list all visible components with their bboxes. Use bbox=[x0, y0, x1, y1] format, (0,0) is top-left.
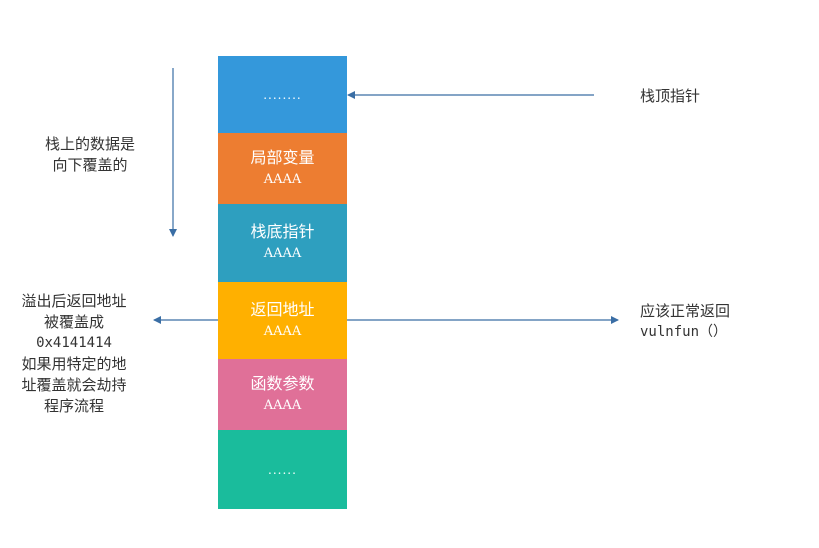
overflow-note-line-6: 程序流程 bbox=[43, 397, 104, 415]
overflow-note-line-2: 被覆盖成 bbox=[43, 313, 104, 331]
stack-bottom-dots: ...... bbox=[268, 462, 297, 477]
stack-block-return-address: 返回地址 AAAA bbox=[218, 282, 347, 359]
stack-block-func-args: 函数参数 AAAA bbox=[218, 359, 347, 430]
overflow-note-line-4: 如果用特定的地 bbox=[21, 355, 127, 373]
base-pointer-value: AAAA bbox=[263, 246, 302, 261]
stack-block-base-pointer: 栈底指针 AAAA bbox=[218, 204, 347, 282]
overwrite-direction-note: 栈上的数据是 向下覆盖的 bbox=[30, 134, 150, 176]
func-args-label: 函数参数 bbox=[250, 373, 315, 393]
overflow-note: 溢出后返回地址 被覆盖成 0x4141414 如果用特定的地 址覆盖就会劫持 程… bbox=[4, 291, 144, 417]
overwrite-direction-line-2: 向下覆盖的 bbox=[52, 156, 128, 174]
func-args-value: AAAA bbox=[263, 397, 302, 413]
normal-return-line-1: 应该正常返回 bbox=[640, 302, 731, 320]
overflow-note-line-3: 0x4141414 bbox=[36, 335, 112, 351]
stack-block-bottom: ...... bbox=[218, 430, 347, 509]
stack-block-local-vars: 局部变量 AAAA bbox=[218, 133, 347, 204]
stack-top-pointer-label: 栈顶指针 bbox=[640, 87, 701, 105]
normal-return-line-2: vulnfun（） bbox=[640, 324, 728, 340]
stack-top-dots: ........ bbox=[263, 87, 302, 102]
return-address-label: 返回地址 bbox=[250, 299, 315, 319]
base-pointer-label: 栈底指针 bbox=[250, 222, 315, 241]
overflow-note-line-5: 址覆盖就会劫持 bbox=[21, 376, 127, 394]
return-address-value: AAAA bbox=[263, 323, 302, 339]
local-vars-label: 局部变量 bbox=[250, 147, 315, 167]
overflow-note-line-1: 溢出后返回地址 bbox=[21, 292, 127, 310]
overwrite-direction-line-1: 栈上的数据是 bbox=[44, 135, 135, 153]
local-vars-value: AAAA bbox=[263, 171, 302, 187]
stack-block-top: ........ bbox=[218, 56, 347, 133]
normal-return-note: 应该正常返回 vulnfun（） bbox=[640, 301, 730, 343]
